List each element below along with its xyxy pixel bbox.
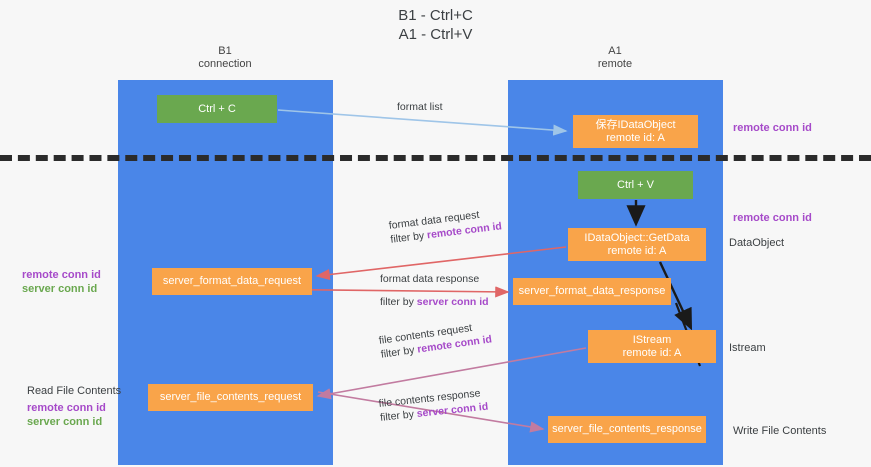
node-save-idataobject[interactable]: 保存IDataObject remote id: A (573, 115, 698, 148)
annotation-dataobject: DataObject (729, 236, 784, 250)
annotation-write-file-contents: Write File Contents (733, 424, 826, 438)
lane-header-b1-role: connection (198, 58, 252, 70)
lane-header-a1-name: A1 (608, 45, 622, 57)
node-istream[interactable]: IStream remote id: A (588, 330, 716, 363)
node-server-format-data-response-label: server_format_data_response (518, 285, 666, 297)
node-idataobject-getdata-title: IDataObject::GetData (584, 231, 690, 244)
title-line-2: A1 - Ctrl+V (398, 26, 473, 43)
edge-label-format-list: format list (397, 100, 443, 114)
annotation-remote-conn-id-mid: remote conn id (733, 211, 812, 225)
node-ctrl-c[interactable]: Ctrl + C (157, 95, 277, 123)
node-server-format-data-response[interactable]: server_format_data_response (513, 278, 671, 305)
lane-header-a1: A1 remote (530, 45, 700, 71)
title-line-1: B1 - Ctrl+C (398, 7, 473, 24)
annotation-remote-conn-id-top: remote conn id (733, 121, 812, 135)
annotation-istream: Istream (729, 341, 766, 355)
legend-conn-ids-bottom: remote conn id server conn id (27, 401, 106, 429)
legend-server-conn-id-bottom: server conn id (27, 416, 103, 428)
edge-label-format-data-response: format data response filter by server co… (380, 272, 489, 309)
node-istream-id: remote id: A (622, 346, 682, 359)
legend-remote-conn-id-bottom: remote conn id (27, 402, 106, 414)
node-server-format-data-request[interactable]: server_format_data_request (152, 268, 312, 295)
node-server-format-data-request-label: server_format_data_request (162, 275, 302, 287)
edge-label-format-data-response-text: format data response (380, 273, 480, 285)
annotation-dataobject-text: DataObject (729, 237, 785, 249)
arrow-getdata-to-istream (658, 261, 693, 331)
annotation-read-file-contents: Read File Contents (27, 384, 121, 398)
node-ctrl-v[interactable]: Ctrl + V (578, 171, 693, 199)
edge-label-format-data-response-filter-prefix: filter by (380, 296, 417, 308)
lane-header-b1-name: B1 (218, 45, 232, 57)
node-server-file-contents-request[interactable]: server_file_contents_request (148, 384, 313, 411)
node-save-idataobject-title: 保存IDataObject (595, 118, 676, 131)
annotation-remote-conn-id-mid-text: remote conn id (733, 212, 812, 224)
annotation-write-file-contents-text: Write File Contents (733, 425, 827, 437)
arrow-file-contents-request (316, 347, 587, 400)
node-server-file-contents-request-label: server_file_contents_request (159, 391, 302, 403)
node-istream-title: IStream (632, 333, 672, 346)
node-ctrl-v-label: Ctrl + V (617, 178, 654, 191)
node-ctrl-c-label: Ctrl + C (198, 102, 236, 115)
node-idataobject-getdata-id: remote id: A (607, 244, 667, 257)
arrow-file-contents-response (317, 391, 545, 433)
legend-conn-ids-top: remote conn id server conn id (22, 268, 101, 296)
lane-header-b1: B1 connection (140, 45, 310, 71)
annotation-remote-conn-id-top-text: remote conn id (733, 122, 812, 134)
arrow-format-data-request (315, 246, 567, 281)
legend-server-conn-id-top: server conn id (22, 283, 98, 295)
node-server-file-contents-response[interactable]: server_file_contents_response (548, 416, 706, 443)
edge-label-file-contents-response-filter-prefix: filter by (379, 408, 418, 424)
arrow-format-list (277, 109, 568, 136)
lane-header-a1-role: remote (597, 58, 633, 70)
edge-label-format-list-text: format list (397, 101, 443, 113)
node-server-file-contents-response-label: server_file_contents_response (552, 423, 702, 435)
annotation-istream-text: Istream (729, 342, 766, 354)
page-title: B1 - Ctrl+C A1 - Ctrl+V (0, 6, 871, 44)
phase-divider (0, 155, 871, 161)
node-save-idataobject-id: remote id: A (606, 131, 665, 144)
legend-remote-conn-id-top: remote conn id (22, 269, 101, 281)
annotation-read-file-contents-text: Read File Contents (27, 385, 122, 397)
node-idataobject-getdata[interactable]: IDataObject::GetData remote id: A (568, 228, 706, 261)
edge-label-format-data-response-filter-key: server conn id (416, 296, 489, 308)
